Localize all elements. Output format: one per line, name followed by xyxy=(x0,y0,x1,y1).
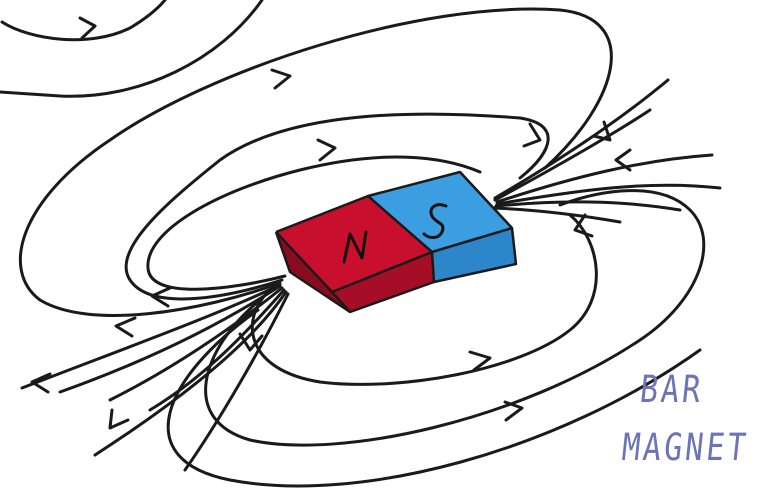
bar-magnet: N S xyxy=(276,172,516,312)
caption-line-1: BAR xyxy=(638,372,705,410)
arrow-icon xyxy=(80,18,95,38)
field-ray-right-1 xyxy=(495,80,668,198)
field-ray-right-4 xyxy=(497,185,720,204)
arrow-icon xyxy=(524,124,540,146)
caption-line-2: MAGNET xyxy=(620,430,750,468)
arrow-icon xyxy=(32,374,50,392)
arrow-icon xyxy=(110,410,128,428)
arrow-icon xyxy=(116,318,135,336)
field-line-top-left-large xyxy=(0,0,262,96)
arrow-icon xyxy=(318,140,335,160)
field-ray-right-6 xyxy=(494,208,620,222)
arrow-icon xyxy=(272,70,290,88)
